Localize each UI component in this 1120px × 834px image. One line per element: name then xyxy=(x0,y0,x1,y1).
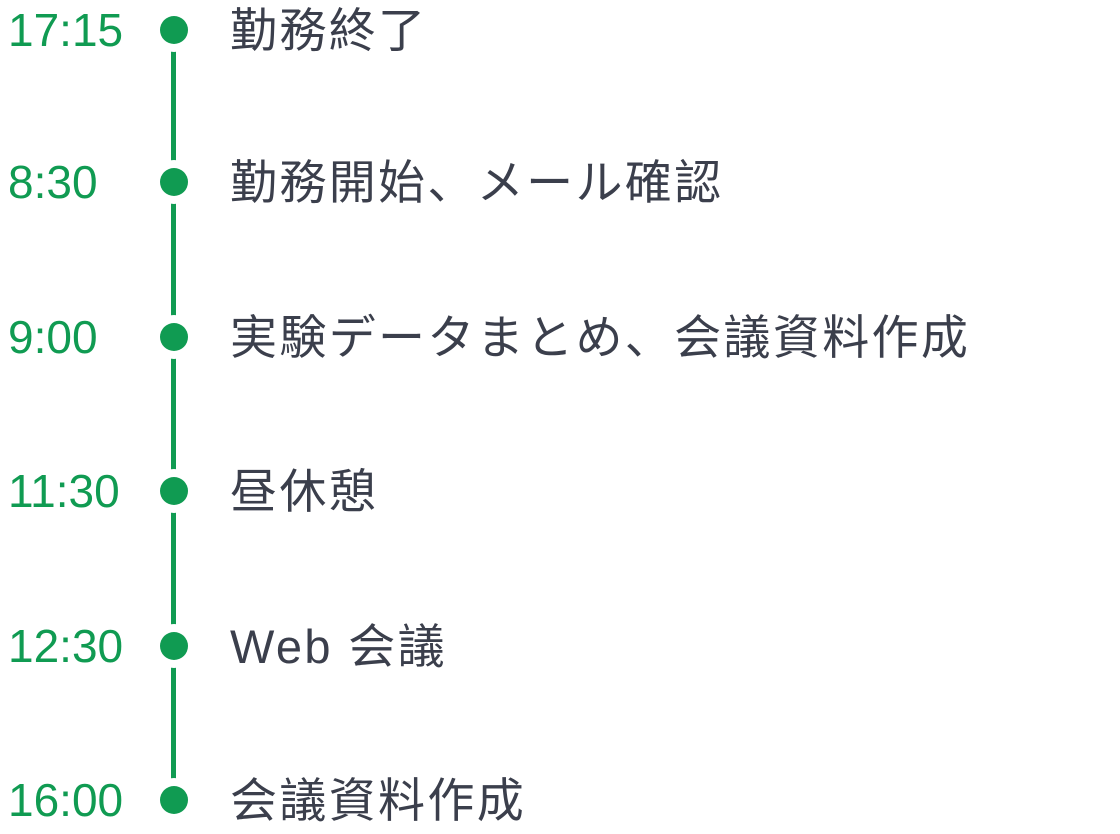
event-label: 実験データまとめ、会議資料作成 xyxy=(230,310,971,364)
event-dot-inner xyxy=(160,323,188,351)
event-time: 8:30 xyxy=(8,156,98,208)
event-dot-icon xyxy=(152,160,196,204)
event-dot-icon xyxy=(152,8,196,52)
event-label: 昼休憩 xyxy=(230,464,379,518)
timeline-event: 8:30 勤務開始、メール確認 xyxy=(0,152,1120,212)
timeline-line xyxy=(171,28,176,800)
event-dot-inner xyxy=(160,632,188,660)
event-label: 勤務開始、メール確認 xyxy=(230,155,724,209)
event-dot-icon xyxy=(152,315,196,359)
timeline-event: 12:30 Web 会議 xyxy=(0,616,1120,676)
event-time: 12:30 xyxy=(8,620,124,672)
event-dot-inner xyxy=(160,786,188,814)
event-time: 9:00 xyxy=(8,311,98,363)
event-label: 勤務終了 xyxy=(230,3,428,57)
event-dot-icon xyxy=(152,778,196,822)
event-time: 16:00 xyxy=(8,774,124,826)
event-dot-icon xyxy=(152,469,196,513)
timeline-event: 11:30 昼休憩 xyxy=(0,461,1120,521)
event-dot-icon xyxy=(152,624,196,668)
timeline-event: 16:00 会議資料作成 xyxy=(0,770,1120,830)
event-dot-inner xyxy=(160,168,188,196)
event-time: 17:15 xyxy=(8,4,124,56)
timeline-event: 9:00 実験データまとめ、会議資料作成 xyxy=(0,307,1120,367)
event-dot-inner xyxy=(160,477,188,505)
timeline-event: 17:15 勤務終了 xyxy=(0,0,1120,60)
event-time: 11:30 xyxy=(8,465,120,517)
event-label: 会議資料作成 xyxy=(230,773,527,827)
event-dot-inner xyxy=(160,16,188,44)
event-label: Web 会議 xyxy=(230,619,447,673)
